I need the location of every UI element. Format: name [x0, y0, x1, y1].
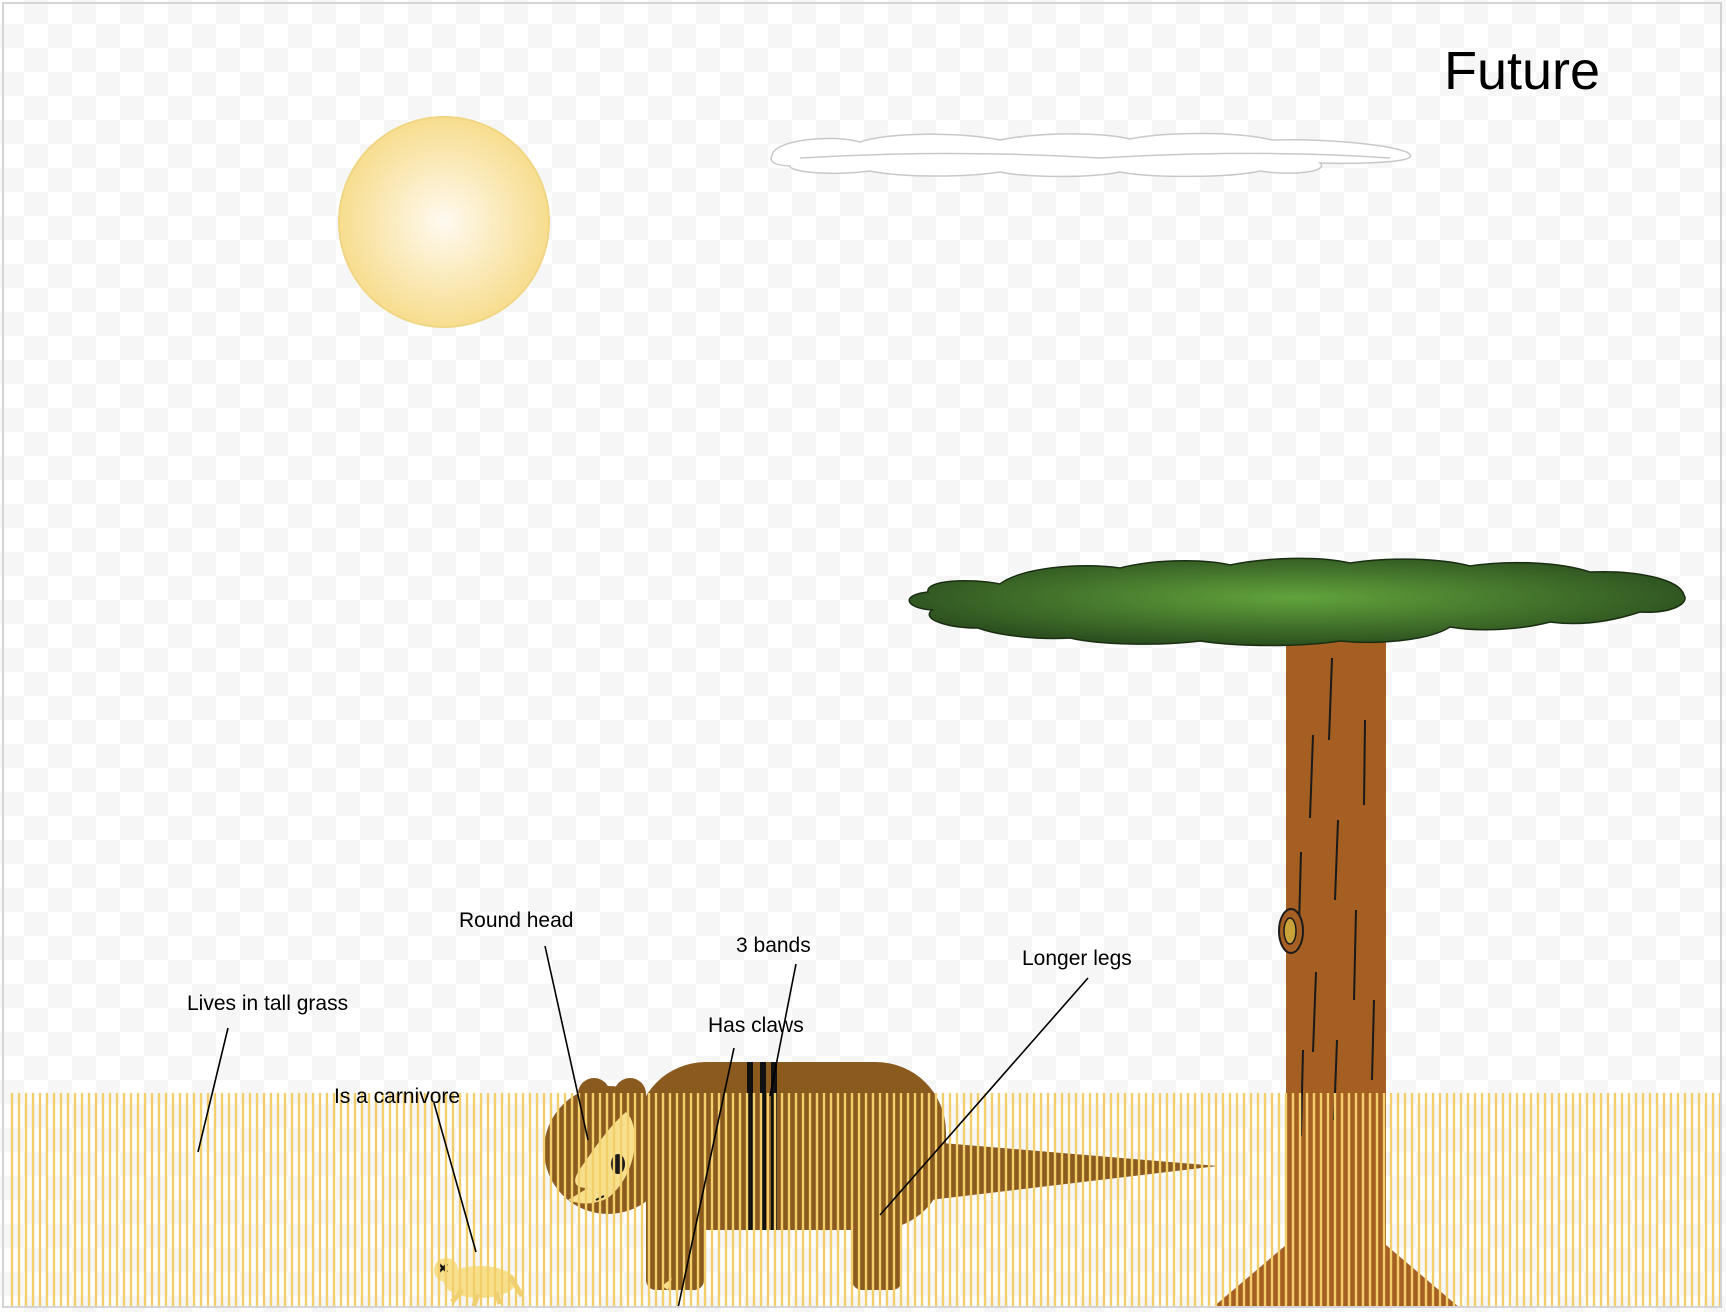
- label-has-claws: Has claws: [708, 1014, 804, 1037]
- label-three-bands: 3 bands: [736, 934, 811, 957]
- animal-shell: [636, 1062, 946, 1230]
- animal-front-leg: [646, 1180, 704, 1290]
- animal-band-2: [760, 1062, 766, 1230]
- prey-legs: [450, 1274, 525, 1307]
- animal-band-1: [747, 1062, 753, 1230]
- animal-back-leg: [852, 1190, 902, 1290]
- leader-carnivore: [433, 1102, 477, 1253]
- animal-tail: [930, 1142, 1218, 1200]
- leader-longer-legs: [879, 977, 1089, 1216]
- label-longer-legs: Longer legs: [1022, 947, 1132, 970]
- tree-foliage: [908, 557, 1686, 647]
- leader-has-claws: [677, 1047, 735, 1309]
- leader-round-head: [544, 945, 589, 1141]
- annotation-lines: [197, 945, 1089, 1309]
- leader-three-bands: [769, 963, 797, 1097]
- tree-knot-inner: [1283, 917, 1297, 945]
- scene-title: Future: [1444, 41, 1601, 101]
- sun: [338, 116, 550, 328]
- cloud: [770, 132, 1411, 178]
- tall-grass: [10, 1093, 1722, 1308]
- animal-face: [568, 1112, 635, 1204]
- label-round-head: Round head: [459, 909, 574, 932]
- leader-tall-grass: [197, 1027, 229, 1153]
- label-tall-grass: Lives in tall grass: [187, 992, 349, 1015]
- label-carnivore: Is a carnivore: [334, 1085, 461, 1108]
